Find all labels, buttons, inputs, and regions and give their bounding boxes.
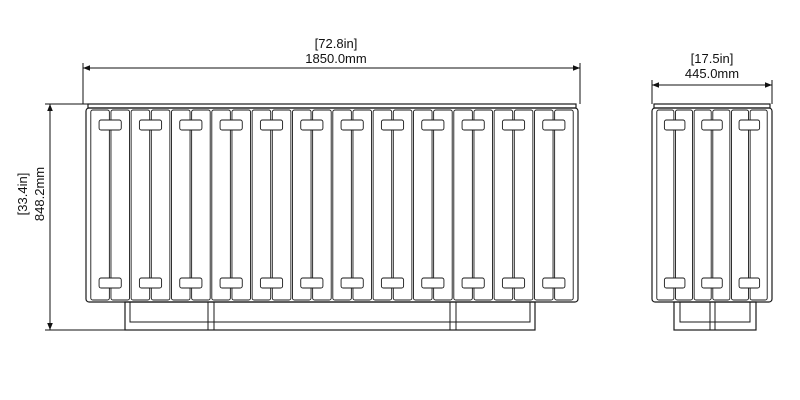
flute-clip: [542, 119, 566, 131]
flute-clip: [501, 277, 526, 289]
flute-clip: [219, 119, 243, 131]
flute-rib: [292, 109, 312, 301]
flute-rib: [130, 109, 151, 301]
flute-rib: [554, 109, 574, 301]
flute-rib: [90, 109, 110, 301]
flute-rib: [372, 109, 393, 301]
front-height-millimeters: 848.2mm: [32, 167, 47, 221]
flute-clip: [300, 277, 324, 289]
flute-rib: [534, 109, 554, 301]
flute-rib: [110, 109, 130, 301]
flute-clip: [380, 277, 405, 289]
flute-rib: [171, 109, 191, 301]
side-fluted-panels: [656, 109, 768, 301]
flute-clip: [98, 119, 122, 131]
flute-clip: [138, 277, 163, 289]
flute-rib: [413, 109, 433, 301]
flute-clip: [219, 277, 243, 289]
flute-clip: [461, 277, 485, 289]
flute-rib: [271, 109, 292, 301]
flute-clip: [98, 277, 122, 289]
flute-clip: [340, 119, 364, 131]
flute-clip: [663, 277, 686, 289]
front-height-dimension: [33.4in] 848.2mm: [15, 103, 125, 331]
front-height-inches: [33.4in]: [15, 173, 30, 216]
flute-clip: [179, 119, 203, 131]
flute-rib: [231, 109, 251, 301]
flute-rib: [493, 109, 514, 301]
front-width-dimension: [72.8in] 1850.0mm: [82, 36, 581, 104]
flute-rib: [693, 109, 712, 301]
side-base-frame: [673, 301, 757, 331]
side-depth-millimeters: 445.0mm: [685, 66, 739, 81]
flute-rib: [712, 109, 731, 301]
flute-clip: [259, 277, 284, 289]
flute-rib: [749, 109, 768, 301]
flute-clip: [701, 119, 723, 131]
flute-clip: [340, 277, 364, 289]
front-base-frame: [124, 301, 536, 331]
flute-rib: [251, 109, 272, 301]
flute-clip: [738, 119, 761, 131]
flute-rib: [191, 109, 211, 301]
side-depth-dimension: [17.5in] 445.0mm: [651, 51, 773, 104]
flute-rib: [332, 109, 352, 301]
flute-clip: [138, 119, 163, 131]
flute-rib: [392, 109, 413, 301]
flute-clip: [179, 277, 203, 289]
side-depth-inches: [17.5in]: [691, 51, 734, 66]
flute-rib: [513, 109, 534, 301]
flute-clip: [461, 119, 485, 131]
flute-clip: [421, 277, 445, 289]
front-view: [72.8in] 1850.0mm [33.4in] 848.2mm: [15, 36, 581, 331]
flute-rib: [731, 109, 749, 301]
flute-clip: [421, 119, 445, 131]
front-cabinet-body: [85, 107, 579, 303]
flute-clip: [738, 277, 761, 289]
front-width-millimeters: 1850.0mm: [305, 51, 366, 66]
flute-clip: [380, 119, 405, 131]
flute-rib: [150, 109, 171, 301]
front-width-inches: [72.8in]: [315, 36, 358, 51]
front-fluted-panels: [90, 109, 574, 301]
flute-rib: [211, 109, 231, 301]
side-view: [17.5in] 445.0mm: [651, 51, 773, 331]
flute-clip: [663, 119, 686, 131]
flute-rib: [352, 109, 372, 301]
flute-rib: [473, 109, 493, 301]
side-cabinet-body: [651, 107, 773, 303]
flute-clip: [259, 119, 284, 131]
flute-rib: [675, 109, 693, 301]
flute-rib: [433, 109, 453, 301]
flute-rib: [312, 109, 332, 301]
flute-clip: [542, 277, 566, 289]
flute-rib: [453, 109, 473, 301]
flute-clip: [701, 277, 723, 289]
flute-rib: [656, 109, 675, 301]
flute-clip: [300, 119, 324, 131]
flute-clip: [501, 119, 526, 131]
